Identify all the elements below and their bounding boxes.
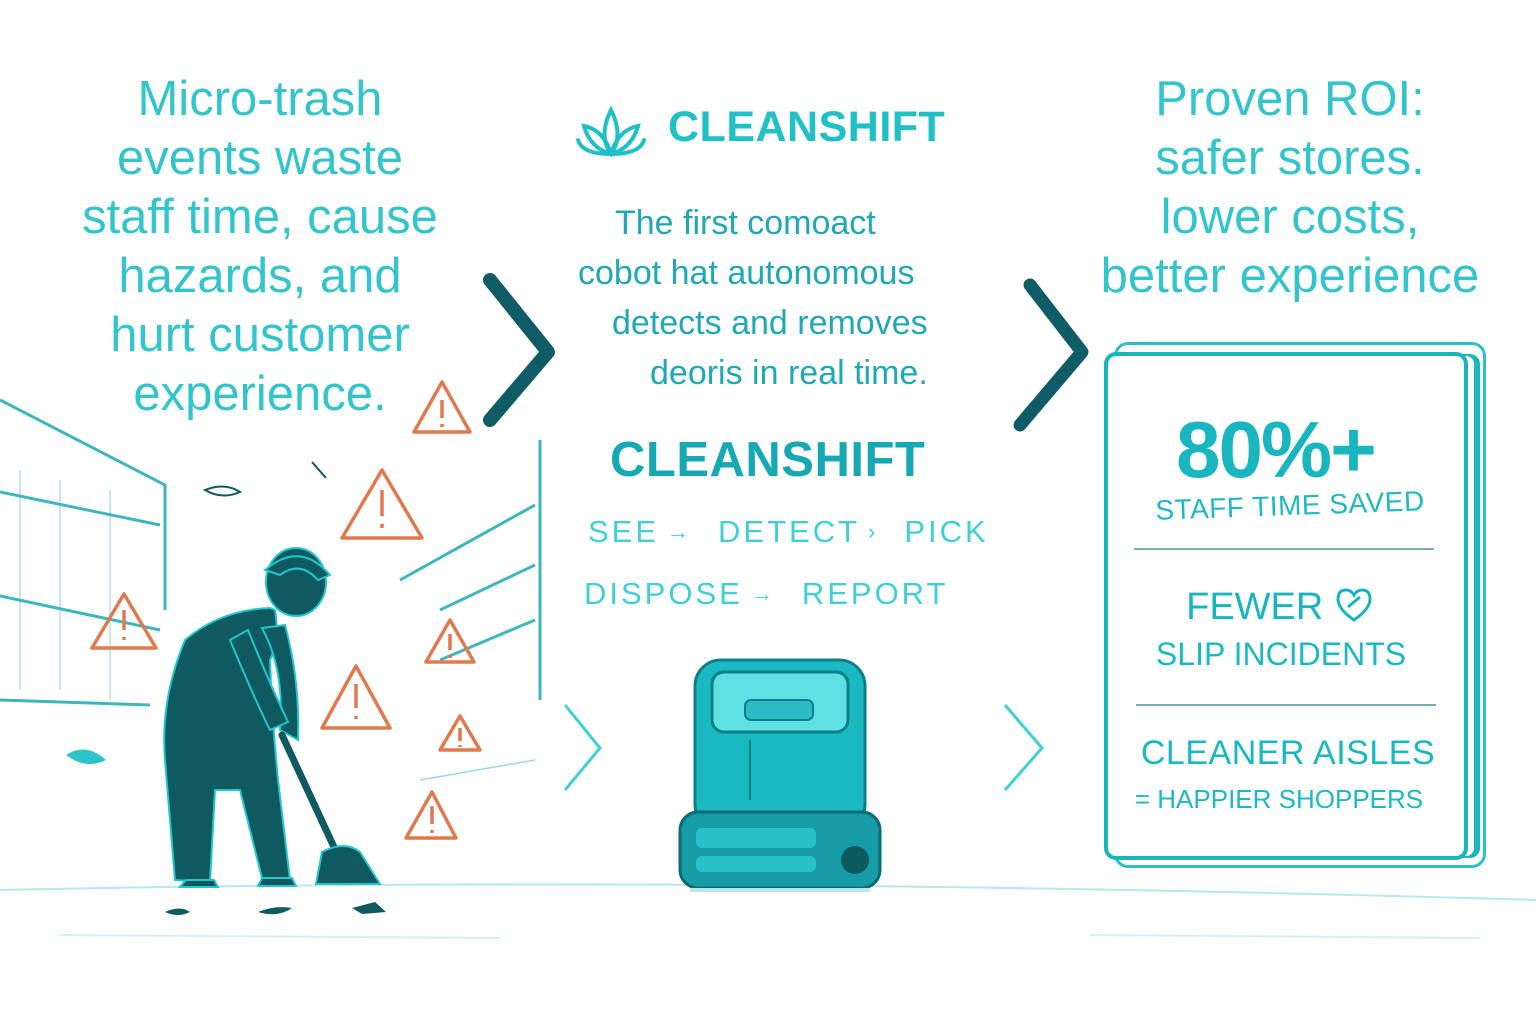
arrow-icon: → [667, 519, 693, 544]
stats-card [1104, 352, 1468, 860]
store-shelves [0, 398, 542, 781]
janitor-illustration [163, 547, 332, 888]
benefit-line: lower costs, [1160, 190, 1420, 244]
step-label: DETECT [718, 514, 861, 549]
warning-icon [320, 664, 392, 730]
problem-statement: Micro-trash events waste staff time, cau… [60, 70, 460, 424]
chevron-right-icon [1003, 704, 1044, 791]
problem-line: Micro-trash [137, 72, 383, 126]
stat-value: 80%+ [1176, 405, 1377, 494]
description-line: cobot hat autonomous [578, 254, 915, 292]
robot-illustration [678, 658, 882, 892]
stat-label: = HAPPIER SHOPPERS [1134, 784, 1424, 814]
problem-line: experience. [133, 367, 387, 421]
brand-name-secondary: CLEANSHIFT [610, 433, 926, 487]
arrow-icon: → [750, 581, 776, 606]
stat-heading-text: FEWER [1186, 586, 1324, 628]
chevron-right-icon [1013, 278, 1089, 432]
chevron-right-icon [483, 273, 555, 427]
warning-icon [404, 790, 458, 840]
leaf-logo-icon [576, 105, 646, 158]
problem-line: hazards, and [118, 249, 402, 303]
warning-icons [90, 380, 482, 840]
stat-heading: CLEANER AISLES [1140, 734, 1436, 772]
step-label: DISPOSE [584, 576, 743, 611]
warning-icon [424, 618, 476, 664]
chevron-small-icon: › [868, 519, 879, 544]
stat-heading: FEWER [1150, 586, 1410, 629]
benefit-line: Proven ROI: [1155, 72, 1425, 126]
solution-description: The first comoact cobot hat autonomous d… [560, 198, 990, 398]
description-line: The first comoact [615, 204, 876, 242]
step-label: REPORT [801, 576, 949, 611]
brand-name: CLEANSHIFT [668, 102, 946, 151]
benefit-line: better experience [1100, 249, 1480, 303]
description-line: deoris in real time. [650, 354, 928, 392]
divider [1136, 704, 1436, 706]
process-flow-row: DISPOSE → REPORT [584, 576, 948, 612]
benefit-line: safer stores. [1155, 131, 1425, 185]
heart-check-icon [1336, 588, 1372, 622]
broom-illustration [278, 731, 382, 885]
process-flow-row: SEE → DETECT › PICK [588, 514, 989, 550]
benefit-statement: Proven ROI: safer stores. lower costs, b… [1080, 70, 1500, 306]
warning-icon [90, 592, 158, 650]
warning-icon [340, 468, 424, 540]
step-label: SEE [588, 514, 660, 549]
warning-icon [438, 714, 482, 752]
chevron-right-icon [563, 704, 602, 791]
stat-label: SLIP INCIDENTS [1155, 636, 1407, 672]
problem-line: staff time, cause [82, 190, 438, 244]
warning-icon [412, 380, 472, 434]
problem-line: hurt customer [110, 308, 410, 362]
description-line: detects and removes [612, 304, 928, 342]
step-label: PICK [904, 514, 989, 549]
litter [66, 461, 386, 915]
problem-line: events waste [117, 131, 403, 185]
brand-header: CLEANSHIFT [576, 92, 945, 162]
divider [1134, 548, 1434, 550]
